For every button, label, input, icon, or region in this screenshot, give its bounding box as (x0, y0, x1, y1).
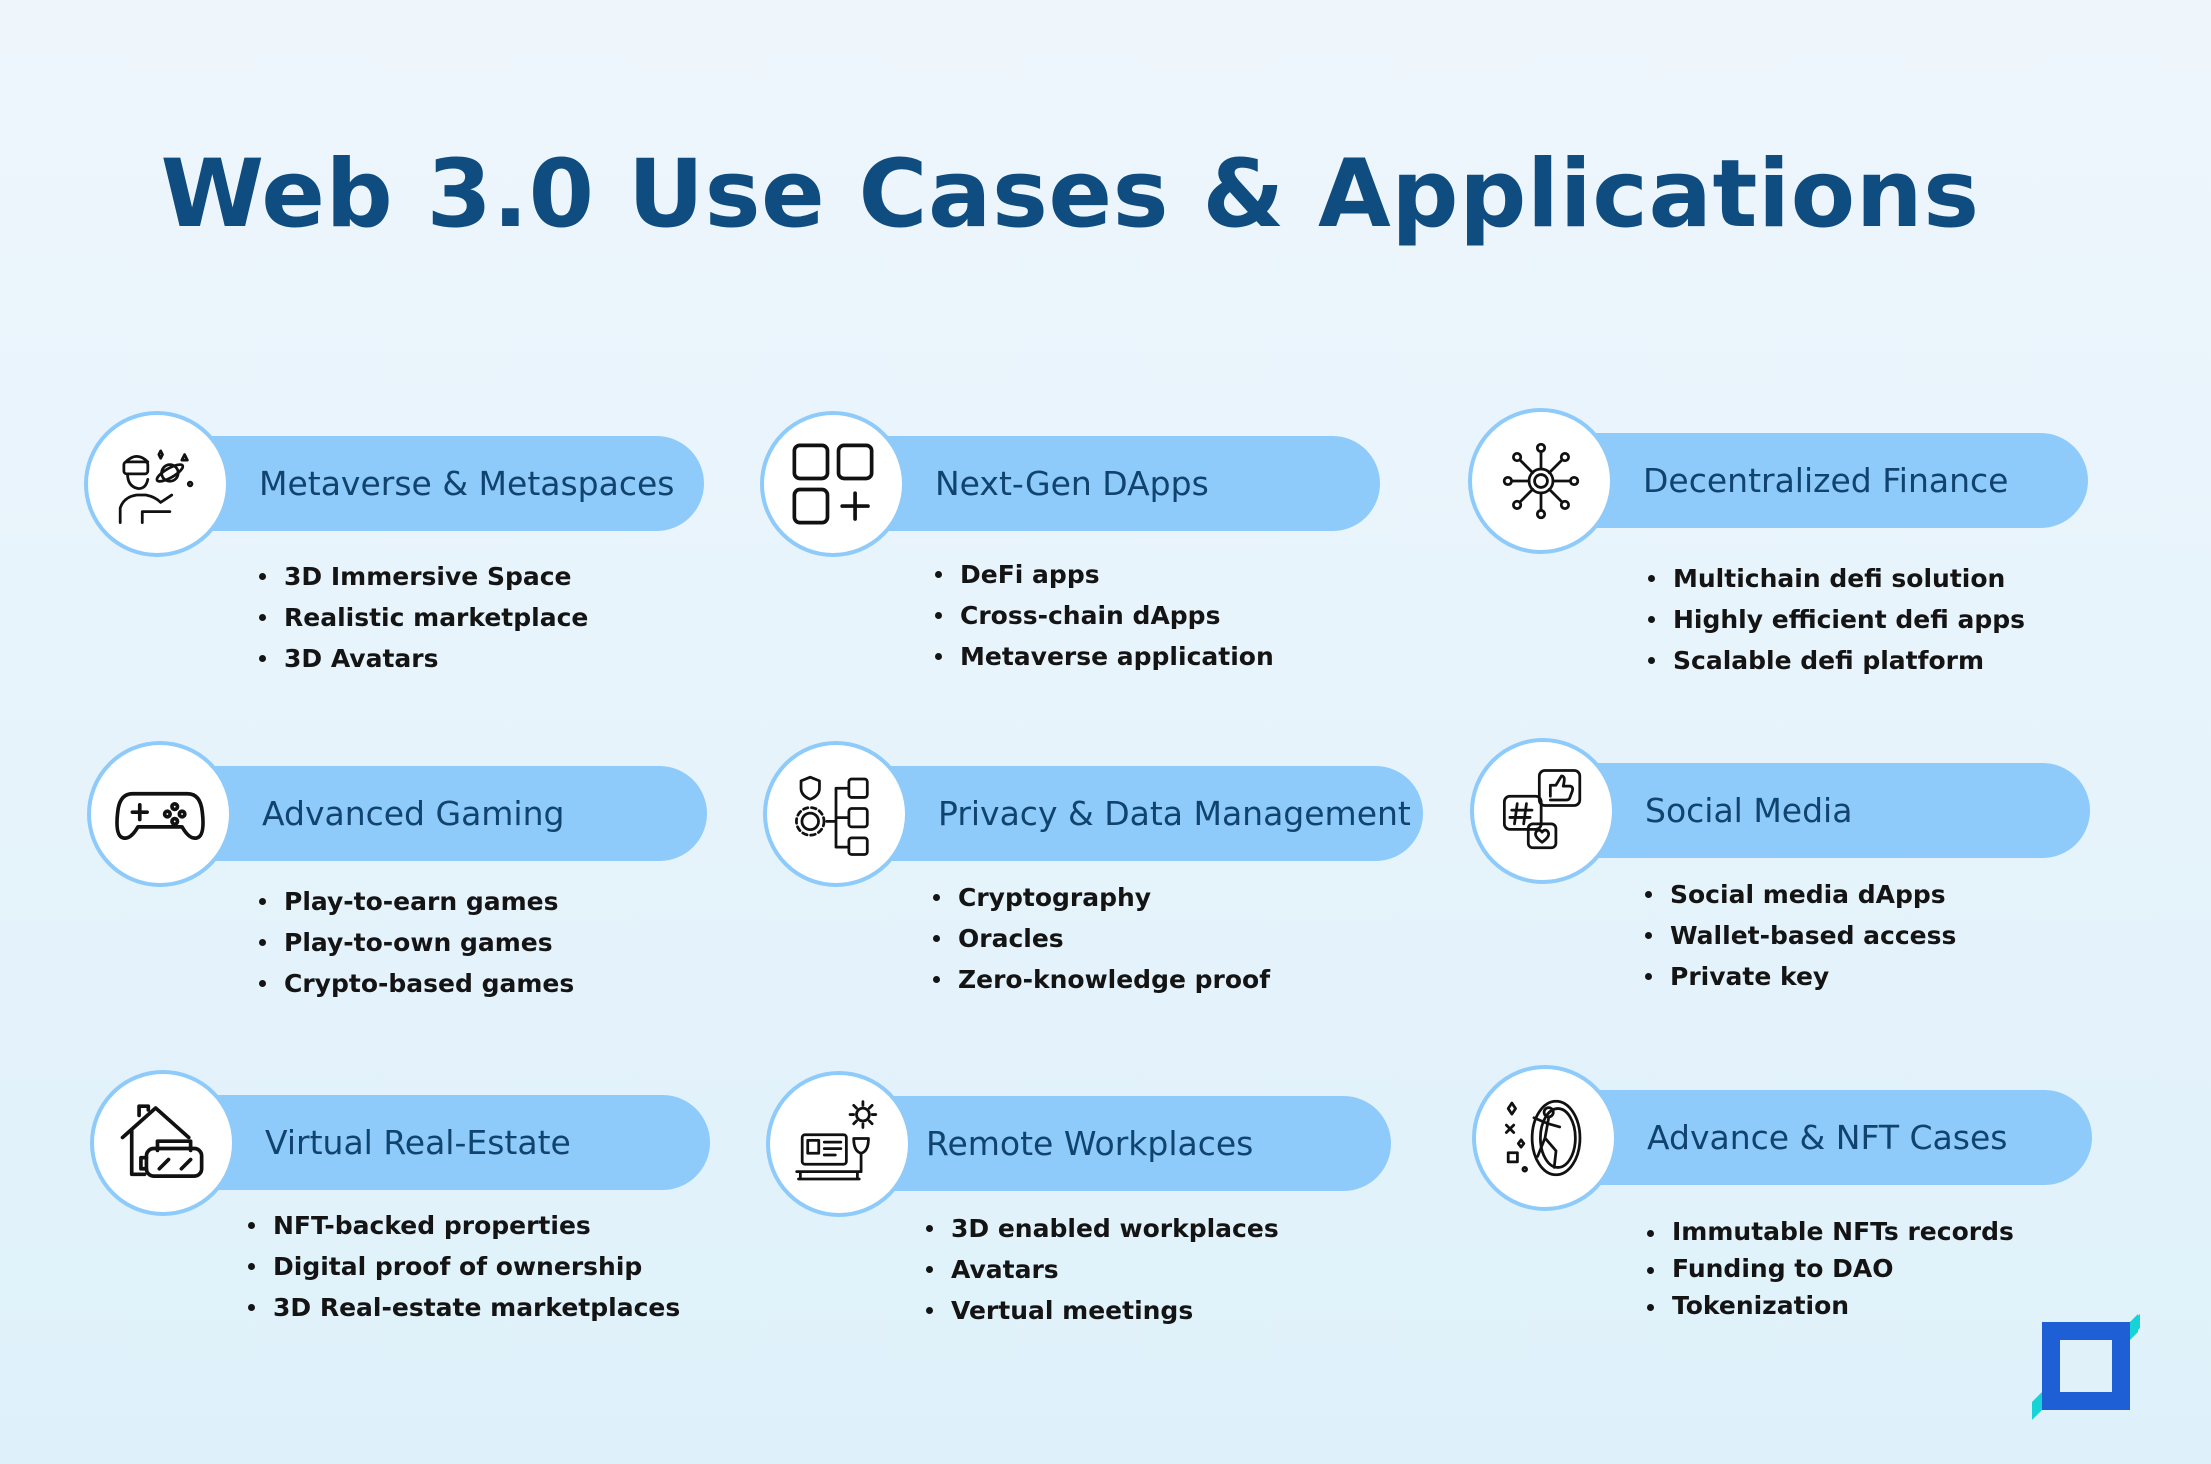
list-item: Tokenization (1647, 1287, 2014, 1324)
card-title: Decentralized Finance (1643, 461, 2009, 500)
card-title: Advance & NFT Cases (1647, 1118, 2008, 1157)
card-title: Metaverse & Metaspaces (259, 464, 675, 503)
bullet-list: DeFi apps Cross-chain dApps Metaverse ap… (935, 554, 1274, 677)
list-item: Social media dApps (1645, 874, 1956, 915)
bullet-list: Cryptography Oracles Zero-knowledge proo… (933, 877, 1270, 1000)
app-grid-plus-icon (760, 411, 906, 557)
bullet-list: Social media dApps Wallet-based access P… (1645, 874, 1956, 997)
list-item: Highly efficient defi apps (1648, 599, 2025, 640)
list-item: Vertual meetings (926, 1290, 1279, 1331)
network-hub-icon (1468, 408, 1614, 554)
card-pill: Privacy & Data Management (883, 766, 1423, 861)
card-defi: Decentralized Finance Multichain defi so… (1468, 408, 2108, 708)
list-item: Cross-chain dApps (935, 595, 1274, 636)
list-item: Funding to DAO (1647, 1250, 2014, 1287)
card-title: Next-Gen DApps (935, 464, 1209, 503)
card-remote-work: Remote Workplaces 3D enabled workplaces … (766, 1071, 1406, 1371)
portal-figure-icon (1472, 1065, 1618, 1211)
card-dapps: Next-Gen DApps DeFi apps Cross-chain dAp… (760, 411, 1400, 711)
list-item: Avatars (926, 1249, 1279, 1290)
list-item: Oracles (933, 918, 1270, 959)
bullet-list: NFT-backed properties Digital proof of o… (248, 1205, 680, 1328)
list-item: Play-to-earn games (259, 881, 574, 922)
list-item: 3D Real-estate marketplaces (248, 1287, 680, 1328)
list-item: DeFi apps (935, 554, 1274, 595)
list-item: Play-to-own games (259, 922, 574, 963)
card-pill: Advance & NFT Cases (1592, 1090, 2092, 1185)
list-item: Multichain defi solution (1648, 558, 2025, 599)
card-pill: Social Media (1590, 763, 2090, 858)
privacy-data-icon (763, 741, 909, 887)
card-title: Privacy & Data Management (938, 794, 1411, 833)
list-item: Realistic marketplace (259, 597, 588, 638)
list-item: Wallet-based access (1645, 915, 1956, 956)
card-pill: Decentralized Finance (1588, 433, 2088, 528)
list-item: Digital proof of ownership (248, 1246, 680, 1287)
card-title: Remote Workplaces (926, 1124, 1254, 1163)
list-item: Zero-knowledge proof (933, 959, 1270, 1000)
card-pill: Remote Workplaces (886, 1096, 1391, 1191)
list-item: 3D Avatars (259, 638, 588, 679)
card-pill: Metaverse & Metaspaces (204, 436, 704, 531)
card-title: Advanced Gaming (262, 794, 565, 833)
bullet-list: Multichain defi solution Highly efficien… (1648, 558, 2025, 681)
bullet-list: Immutable NFTs records Funding to DAO To… (1647, 1213, 2014, 1324)
card-metaverse: Metaverse & Metaspaces 3D Immersive Spac… (84, 411, 724, 711)
list-item: Scalable defi platform (1648, 640, 2025, 681)
card-title: Virtual Real-Estate (265, 1123, 571, 1162)
card-pill: Virtual Real-Estate (210, 1095, 710, 1190)
list-item: Cryptography (933, 877, 1270, 918)
card-title: Social Media (1645, 791, 1853, 830)
page-title: Web 3.0 Use Cases & Applications (160, 140, 1980, 249)
card-nft: Advance & NFT Cases Immutable NFTs recor… (1472, 1065, 2112, 1365)
card-gaming: Advanced Gaming Play-to-earn games Play-… (87, 741, 727, 1041)
list-item: 3D Immersive Space (259, 556, 588, 597)
workdesk-icon (766, 1071, 912, 1217)
list-item: Immutable NFTs records (1647, 1213, 2014, 1250)
bullet-list: 3D Immersive Space Realistic marketplace… (259, 556, 588, 679)
card-privacy: Privacy & Data Management Cryptography O… (763, 741, 1423, 1041)
card-pill: Advanced Gaming (207, 766, 707, 861)
card-pill: Next-Gen DApps (880, 436, 1380, 531)
brand-logo (2032, 1314, 2142, 1424)
gamepad-icon (87, 741, 233, 887)
list-item: NFT-backed properties (248, 1205, 680, 1246)
list-item: 3D enabled workplaces (926, 1208, 1279, 1249)
social-chat-icon (1470, 738, 1616, 884)
card-social: Social Media Social media dApps Wallet-b… (1470, 738, 2110, 1038)
list-item: Private key (1645, 956, 1956, 997)
house-vr-icon (90, 1070, 236, 1216)
vr-user-icon (84, 411, 230, 557)
list-item: Crypto-based games (259, 963, 574, 1004)
card-real-estate: Virtual Real-Estate NFT-backed propertie… (90, 1070, 730, 1370)
bullet-list: Play-to-earn games Play-to-own games Cry… (259, 881, 574, 1004)
list-item: Metaverse application (935, 636, 1274, 677)
bullet-list: 3D enabled workplaces Avatars Vertual me… (926, 1208, 1279, 1331)
